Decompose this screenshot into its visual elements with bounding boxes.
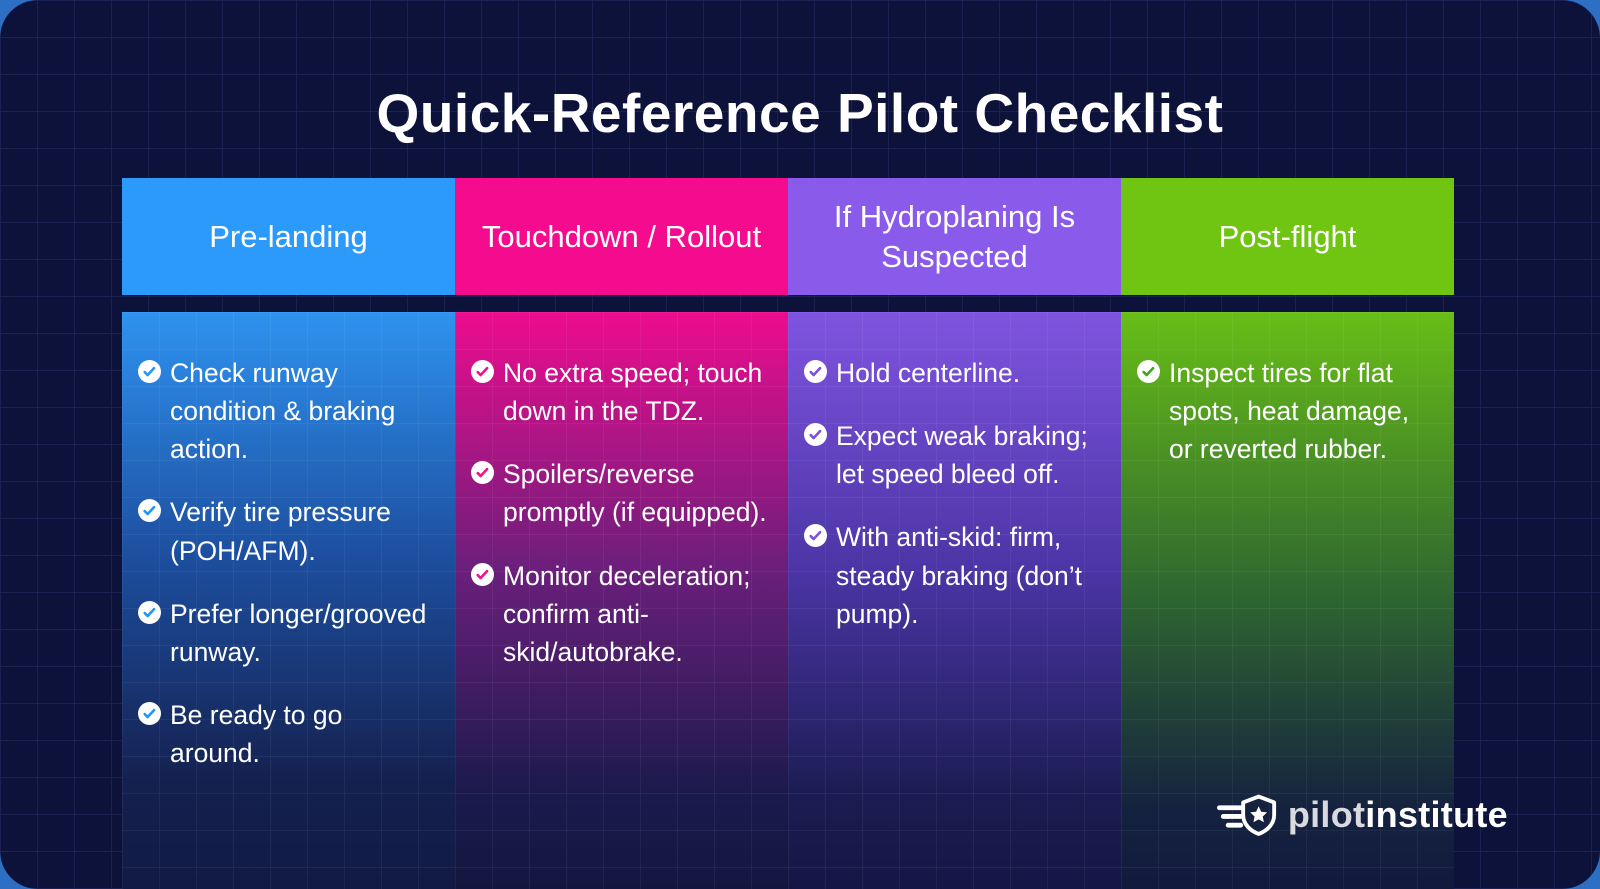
checklist-item-text: Inspect tires for flat spots, heat damag… bbox=[1169, 358, 1410, 465]
checklist-item: With anti-skid: firm, steady braking (do… bbox=[804, 518, 1103, 632]
column-header-pre-landing: Pre-landing bbox=[122, 178, 455, 295]
check-circle-icon bbox=[1137, 360, 1160, 383]
checklist-item-text: Hold centerline. bbox=[836, 358, 1021, 388]
checklist-item-text: Verify tire pressure (POH/AFM). bbox=[170, 497, 391, 566]
column-post-flight: Post-flight Inspect tires for flat spots… bbox=[1121, 178, 1454, 889]
column-header-hydroplaning: If Hydroplaning Is Suspected bbox=[788, 178, 1121, 295]
checklist-item: Check runway condition & braking action. bbox=[138, 354, 437, 468]
checklist-item-text: With anti-skid: firm, steady braking (do… bbox=[836, 522, 1083, 629]
column-touchdown-rollout: Touchdown / Rollout No extra speed; touc… bbox=[455, 178, 788, 889]
check-circle-icon bbox=[138, 360, 161, 383]
checklist-item-text: Check runway condition & braking action. bbox=[170, 358, 396, 465]
page-title: Quick-Reference Pilot Checklist bbox=[376, 81, 1224, 144]
check-circle-icon bbox=[138, 702, 161, 726]
check-circle-icon bbox=[471, 360, 494, 383]
checklist-item: Inspect tires for flat spots, heat damag… bbox=[1137, 354, 1436, 468]
column-body-hydroplaning: Hold centerline. Expect weak braking; le… bbox=[788, 312, 1121, 889]
checklist-item: Monitor deceleration; confirm anti-skid/… bbox=[471, 557, 770, 671]
checklist-item: Hold centerline. bbox=[804, 354, 1103, 392]
checklist-item-text: Monitor deceleration; confirm anti-skid/… bbox=[503, 560, 751, 667]
column-header-touchdown-rollout: Touchdown / Rollout bbox=[455, 178, 788, 295]
check-circle-icon bbox=[138, 499, 161, 523]
column-body-pre-landing: Check runway condition & braking action.… bbox=[122, 312, 455, 889]
checklist-item-text: Expect weak braking; let speed bleed off… bbox=[836, 421, 1088, 490]
winged-shield-star-icon bbox=[1216, 794, 1276, 836]
checklist-item-text: Spoilers/reverse promptly (if equipped). bbox=[503, 459, 767, 528]
checklist-item: Prefer longer/grooved runway. bbox=[138, 595, 437, 671]
column-body-touchdown-rollout: No extra speed; touch down in the TDZ. S… bbox=[455, 312, 788, 889]
column-hydroplaning: If Hydroplaning Is Suspected Hold center… bbox=[788, 178, 1121, 889]
checklist-item-text: Prefer longer/grooved runway. bbox=[170, 598, 427, 667]
check-circle-icon bbox=[471, 461, 494, 485]
checklist-item: No extra speed; touch down in the TDZ. bbox=[471, 354, 770, 430]
column-body-post-flight: Inspect tires for flat spots, heat damag… bbox=[1121, 312, 1454, 889]
checklist-item-text: No extra speed; touch down in the TDZ. bbox=[503, 358, 763, 427]
check-circle-icon bbox=[138, 600, 161, 624]
checklist-item-text: Be ready to go around. bbox=[170, 700, 343, 769]
logo-word-institute: institute bbox=[1365, 794, 1508, 835]
checklist-columns: Pre-landing Check runway condition & bra… bbox=[122, 178, 1454, 889]
logo-wordmark: pilotinstitute bbox=[1288, 794, 1508, 836]
pilot-institute-logo: pilotinstitute bbox=[1216, 793, 1508, 837]
check-circle-icon bbox=[804, 360, 827, 383]
checklist-item: Verify tire pressure (POH/AFM). bbox=[138, 493, 437, 569]
column-header-post-flight: Post-flight bbox=[1121, 178, 1454, 295]
check-circle-icon bbox=[804, 423, 827, 447]
column-pre-landing: Pre-landing Check runway condition & bra… bbox=[122, 178, 455, 889]
logo-word-pilot: pilot bbox=[1287, 794, 1366, 835]
checklist-item: Expect weak braking; let speed bleed off… bbox=[804, 417, 1103, 493]
check-circle-icon bbox=[804, 524, 827, 548]
check-circle-icon bbox=[471, 562, 494, 586]
checklist-item: Spoilers/reverse promptly (if equipped). bbox=[471, 455, 770, 531]
checklist-item: Be ready to go around. bbox=[138, 696, 437, 772]
